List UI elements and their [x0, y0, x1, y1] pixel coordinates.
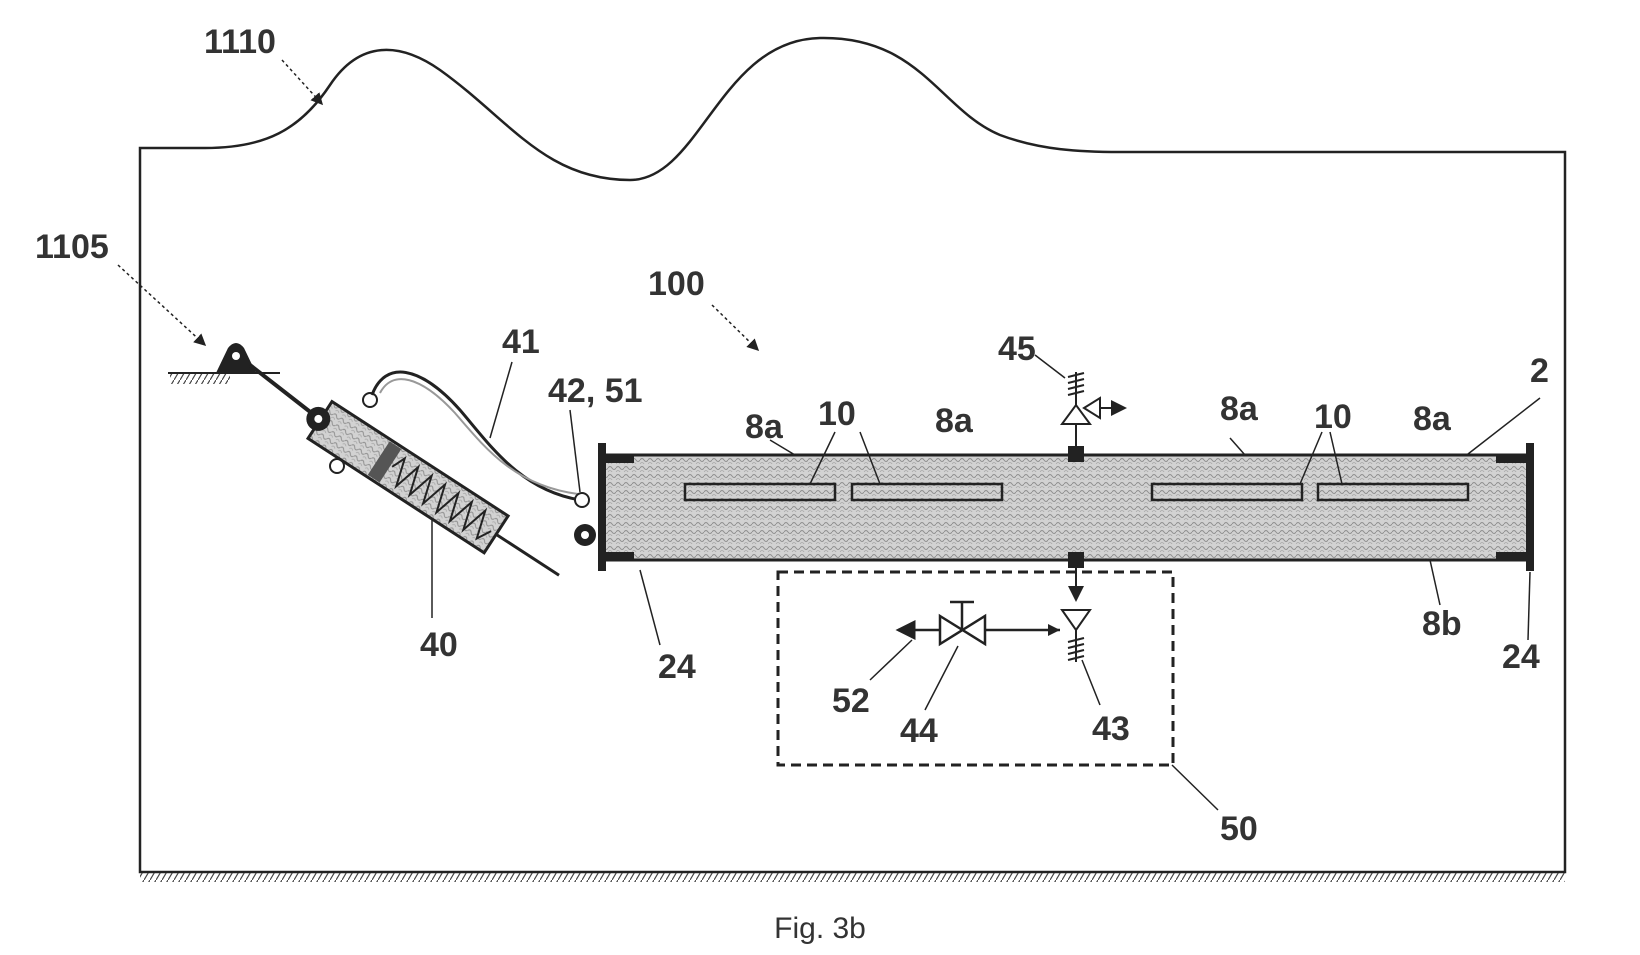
label-bladder-pair-right: 10	[1314, 398, 1352, 436]
label-chamber-top-3: 8a	[1220, 390, 1259, 428]
leader-41	[490, 362, 512, 438]
corner-bracket-bl	[604, 552, 634, 560]
leader-43	[1082, 660, 1100, 705]
corner-bracket-br	[1496, 552, 1526, 560]
leader-8a-3	[1230, 438, 1245, 455]
bladder-4	[1318, 484, 1468, 500]
leader-24-right	[1528, 572, 1530, 640]
bladder-3	[1152, 484, 1302, 500]
label-end-plate-left: 24	[658, 648, 696, 686]
label-device: 100	[648, 265, 705, 303]
leader-45	[1035, 355, 1065, 378]
top-port	[1068, 446, 1084, 462]
leader-8b	[1430, 560, 1440, 605]
anchor-eye	[232, 352, 240, 360]
end-plate-right	[1526, 443, 1534, 571]
seabed-hatching	[140, 872, 1565, 882]
label-seabed-anchor: 1105	[35, 228, 109, 266]
leader-1105	[118, 265, 205, 345]
label-chamber-top-2: 8a	[935, 402, 974, 440]
leader-100	[712, 305, 758, 350]
corner-bracket-tl	[604, 455, 634, 463]
label-valve-top: 45	[998, 330, 1036, 368]
corner-bracket-tr	[1496, 455, 1526, 463]
label-end-plate-right: 24	[1502, 638, 1540, 676]
anchor-ground-hatch	[170, 374, 230, 384]
leader-1110	[282, 60, 322, 104]
label-connection-point: 42, 51	[548, 372, 643, 410]
label-housing: 2	[1530, 352, 1549, 390]
check-valve-icon	[1062, 610, 1090, 630]
actuator-port-lower	[330, 459, 344, 473]
label-outlet: 52	[832, 682, 870, 720]
leader-24-left	[640, 570, 660, 645]
relief-valve-top-outlet	[1084, 398, 1100, 418]
actuator-assembly	[296, 394, 571, 594]
label-chamber-top-1: 8a	[745, 408, 784, 446]
leader-50	[1172, 765, 1218, 810]
leader-42-51	[570, 410, 580, 492]
figure-caption: Fig. 3b	[774, 912, 866, 945]
pipe-arrow-into-check	[1048, 624, 1060, 636]
label-chamber-top-4: 8a	[1413, 400, 1452, 438]
bladder-2	[852, 484, 1002, 500]
label-shutoff-valve: 44	[900, 712, 938, 750]
label-check-valve: 43	[1092, 710, 1130, 748]
connection-point	[575, 493, 589, 507]
leader-44	[925, 646, 958, 710]
label-valve-module: 50	[1220, 810, 1258, 848]
actuator-rod	[496, 534, 559, 575]
device-mooring-eye-hole	[581, 531, 589, 539]
anchor-line	[250, 365, 318, 418]
label-bladder-pair-left: 10	[818, 395, 856, 433]
label-chamber-bottom: 8b	[1422, 605, 1462, 643]
bladder-1	[685, 484, 835, 500]
label-sea-surface: 1110	[204, 23, 276, 61]
device-housing	[601, 455, 1531, 560]
bottom-port	[1068, 552, 1084, 568]
label-connector: 41	[502, 323, 540, 361]
label-actuator: 40	[420, 626, 458, 664]
actuator-port-upper	[363, 393, 377, 407]
leader-52	[870, 640, 912, 680]
